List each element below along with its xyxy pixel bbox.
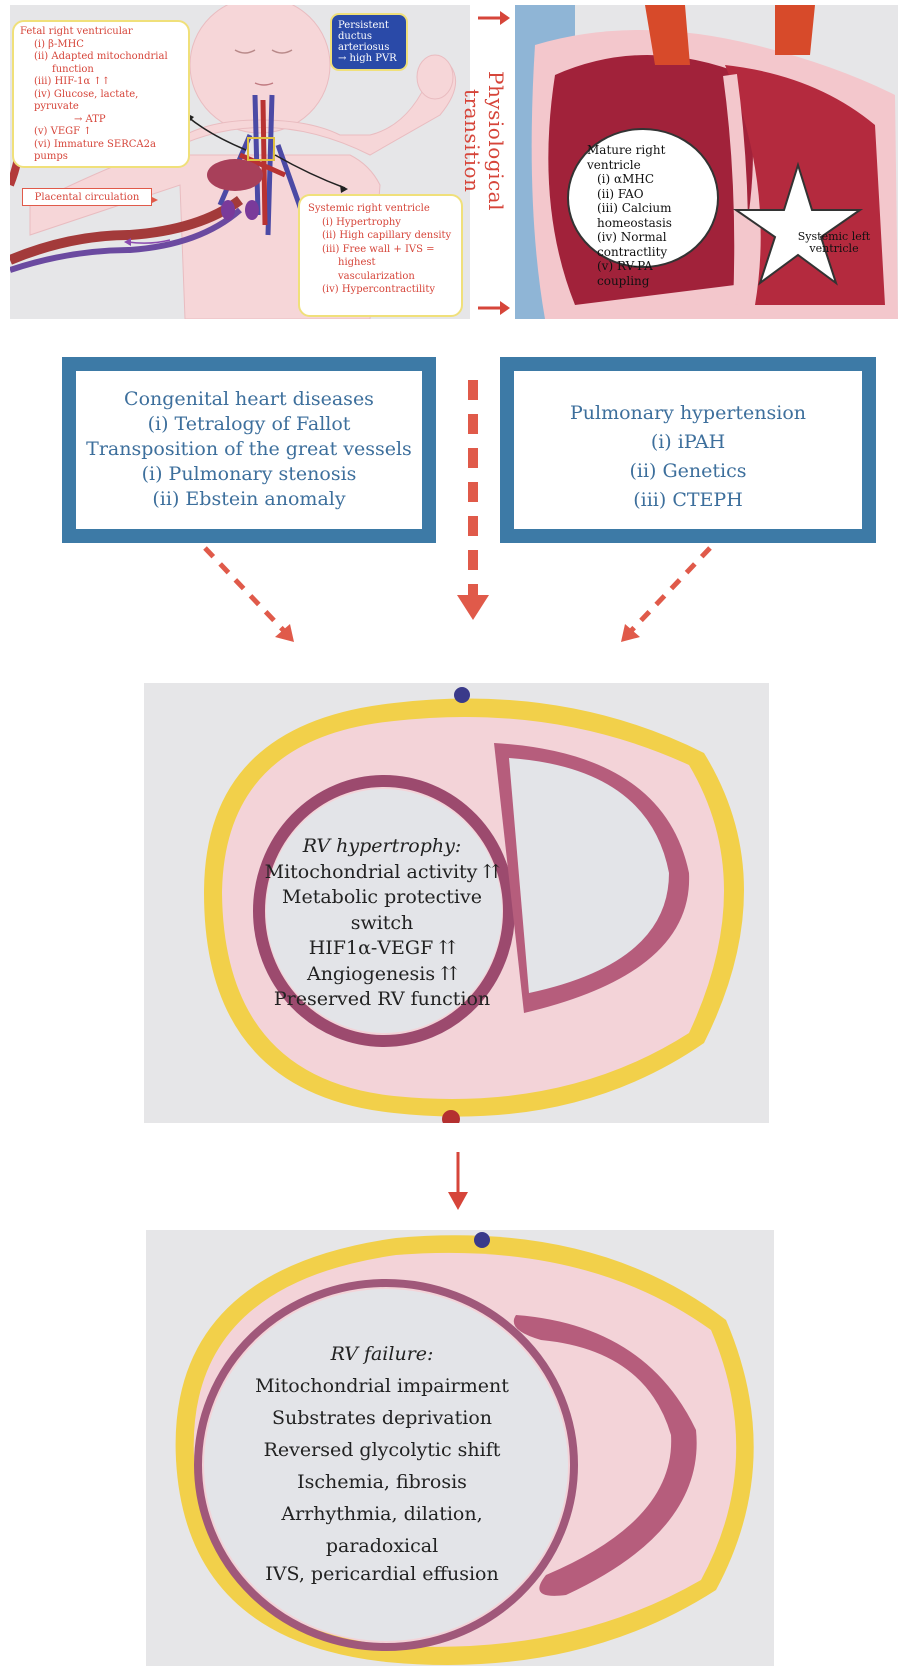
mature-rv-title: Mature right ventricle	[587, 143, 707, 172]
rv-hypertrophy-item: Metabolic protective switch	[262, 885, 502, 936]
rv-failure-item: Reversed glycolytic shift	[232, 1434, 532, 1466]
systemic-rv-item: (i) Hypertrophy	[308, 216, 453, 230]
ductus-arteriosus-box: Persistent ductus arteriosus → high PVR	[330, 13, 408, 71]
placental-circulation-label: Placental circulation	[22, 188, 152, 206]
fetal-rv-item: (ii) Adapted mitochondrial	[20, 51, 182, 64]
fetal-rv-item: (iv) Glucose, lactate, pyruvate	[20, 89, 182, 114]
rv-failure-text: RV failure: Mitochondrial impairment Sub…	[232, 1338, 532, 1590]
systemic-rv-item: (iv) Hypercontractility	[308, 283, 453, 297]
systemic-rv-box: Systemic right ventricle (i) Hypertrophy…	[298, 194, 463, 317]
rv-failure-title: RV failure:	[232, 1338, 532, 1370]
systemic-rv-title: Systemic right ventricle	[308, 202, 453, 216]
right-arrow-head-icon	[621, 624, 640, 642]
fetal-rv-item: (i) β-MHC	[20, 39, 182, 52]
fetal-rv-item: (iii) HIF-1α ↑↑	[20, 76, 182, 89]
left-arrow-head-icon	[275, 624, 294, 642]
ductus-line: arteriosus	[338, 42, 400, 53]
fetal-rv-item: function	[20, 64, 182, 77]
ductus-line: Persistent	[338, 20, 400, 31]
mature-rv-item: (v) RV-PA coupling	[587, 259, 707, 288]
rv-failure-item: Substrates deprivation	[232, 1402, 532, 1434]
systemic-lv-label: Systemic left ventricle	[796, 231, 872, 255]
systemic-rv-item: (iii) Free wall + IVS =	[308, 243, 453, 257]
physiological-transition-label: Physiological transition	[472, 18, 508, 263]
rv-hypertrophy-item: Angiogenesis ⇈	[262, 962, 502, 988]
converging-arrows	[195, 380, 725, 655]
ductus-line: → high PVR	[338, 53, 400, 64]
mature-rv-item: (i) αMHC	[587, 172, 707, 187]
fetal-rv-item: (v) VEGF ↑	[20, 126, 182, 139]
fetal-rv-title: Fetal right ventricular	[20, 26, 182, 39]
rv-failure-item: Mitochondrial impairment	[232, 1370, 532, 1402]
fetal-rv-item: (vi) Immature SERCA2a pumps	[20, 139, 182, 164]
rv-failure-item: Arrhythmia, dilation, paradoxical	[232, 1498, 532, 1562]
fetal-rv-box: Fetal right ventricular (i) β-MHC (ii) A…	[12, 20, 190, 168]
rv-hypertrophy-title: RV hypertrophy:	[262, 834, 502, 860]
fetal-rv-item: → ATP	[20, 114, 182, 127]
ductus-line: ductus	[338, 31, 400, 42]
mature-rv-item: (iii) Calcium homeostasis	[587, 201, 707, 230]
right-dashed-arrow	[630, 548, 710, 632]
rv-hypertrophy-item: HIF1α-VEGF ⇈	[262, 936, 502, 962]
rv-hypertrophy-item: Mitochondrial activity ⇈	[262, 860, 502, 886]
rv-hypertrophy-text: RV hypertrophy: Mitochondrial activity ⇈…	[262, 834, 502, 1013]
left-dashed-arrow	[205, 548, 285, 632]
mature-rv-item: (ii) FAO	[587, 187, 707, 202]
rv-failure-item: Ischemia, fibrosis	[232, 1466, 532, 1498]
systemic-rv-item: highest vascularization	[308, 256, 453, 283]
mature-rv-item: (iv) Normal contractlity	[587, 230, 707, 259]
rv-hypertrophy-item: Preserved RV function	[262, 987, 502, 1013]
systemic-rv-item: (ii) High capillary density	[308, 229, 453, 243]
center-arrow-head-icon	[457, 595, 489, 620]
mature-rv-circle: Mature right ventricle (i) αMHC (ii) FAO…	[567, 128, 719, 268]
transition-arrow-bottom-icon	[476, 298, 512, 318]
rv-failure-item: IVS, pericardial effusion	[232, 1558, 532, 1590]
down-arrow-icon	[446, 1152, 470, 1214]
